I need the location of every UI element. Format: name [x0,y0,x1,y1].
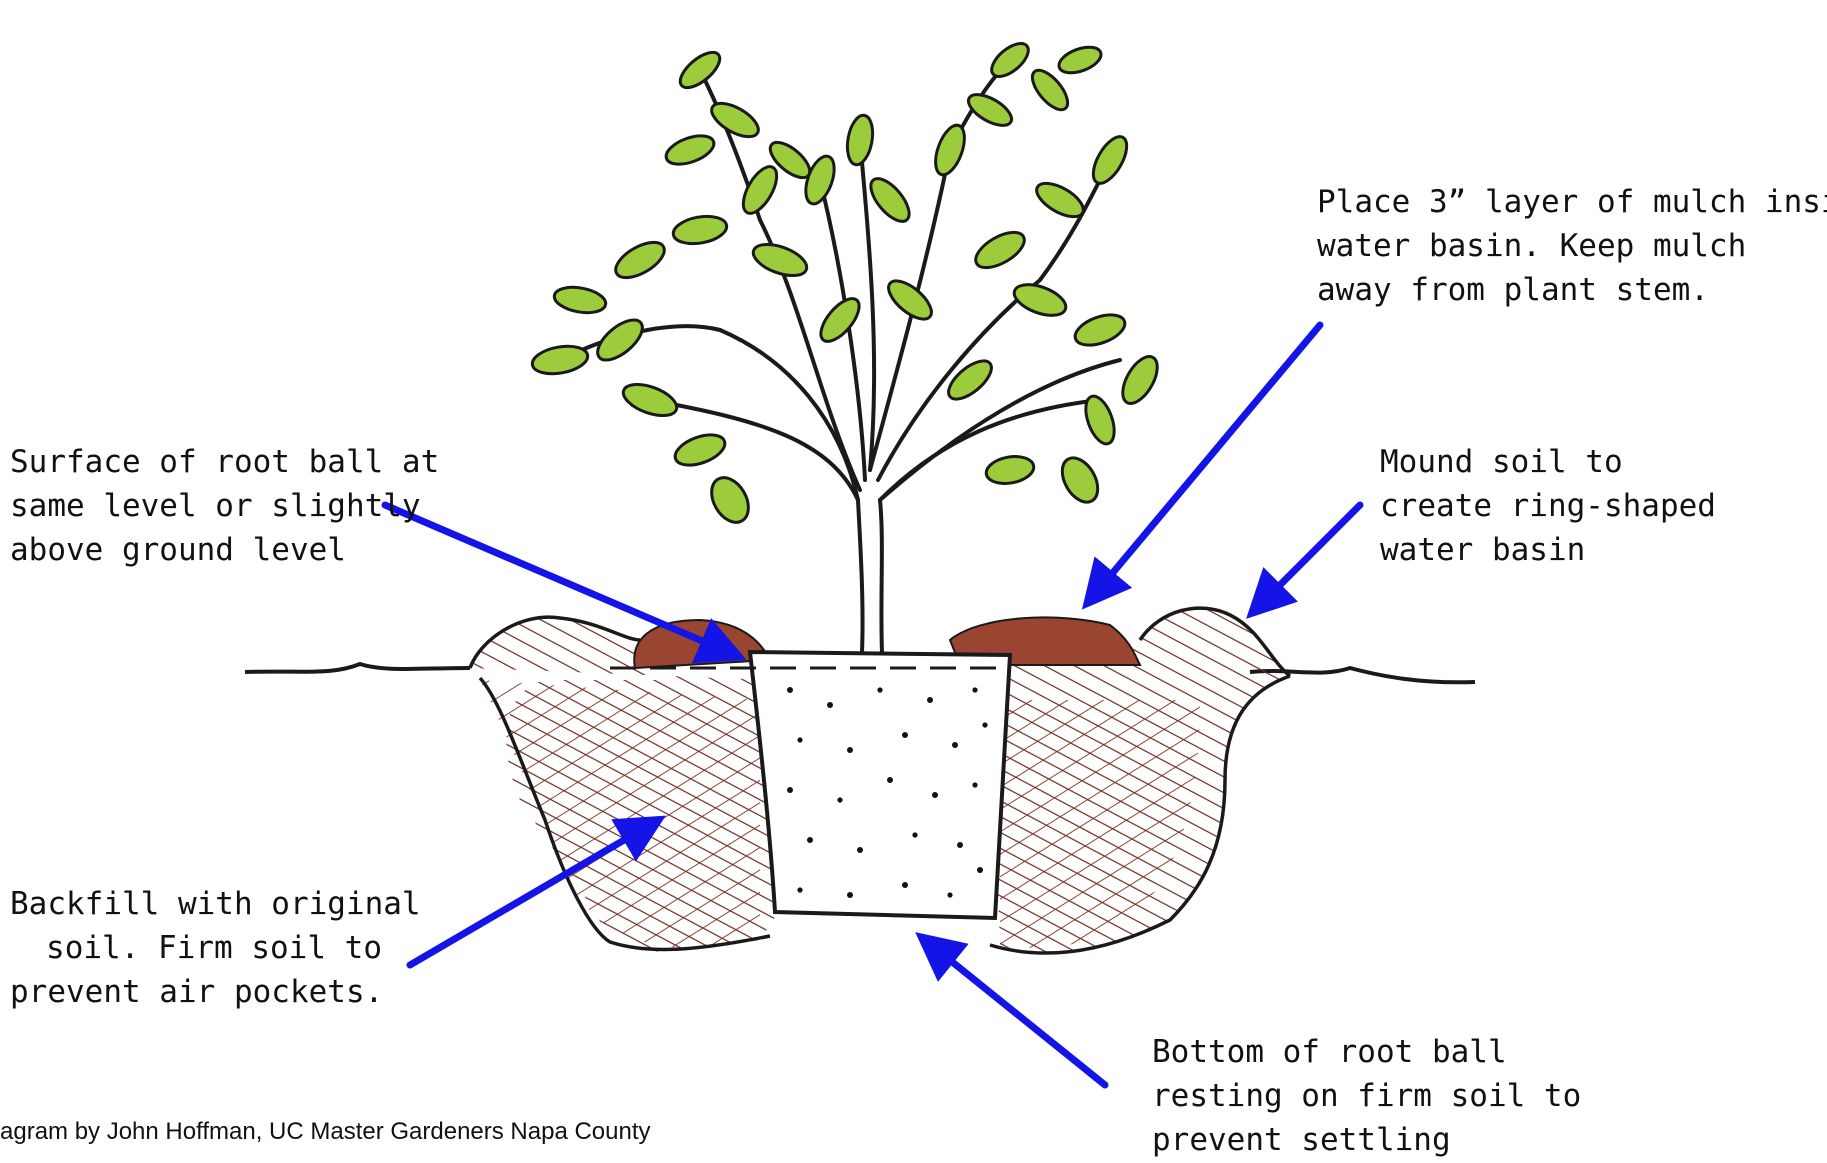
arrow-mulch [1090,325,1320,600]
label-bottom: Bottom of root ball resting on firm soil… [1152,1030,1581,1162]
label-mulch-line-3: away from plant stem. [1317,268,1827,312]
label-backfill-line-3: prevent air pockets. [10,970,382,1014]
label-backfill-line-2: soil. Firm soil to [10,926,382,970]
label-surface-line-3: above ground level [10,528,439,572]
label-backfill-line-1: Backfill with original [10,882,382,926]
label-bottom-line-1: Bottom of root ball [1152,1030,1581,1074]
label-mulch-line-2: water basin. Keep mulch [1317,224,1827,268]
label-mulch: Place 3” layer of mulch inside water bas… [1317,180,1827,312]
label-surface-line-2: same level or slightly [10,484,439,528]
label-bottom-line-3: prevent settling [1152,1118,1581,1162]
arrow-bottom [925,940,1105,1085]
label-bottom-line-2: resting on firm soil to [1152,1074,1581,1118]
label-surface-line-1: Surface of root ball at [10,440,439,484]
label-mound-line-2: create ring-shaped [1380,484,1716,528]
label-mound: Mound soil to create ring-shaped water b… [1380,440,1716,572]
label-mound-line-1: Mound soil to [1380,440,1716,484]
label-mound-line-3: water basin [1380,528,1716,572]
diagram-credit: agram by John Hoffman, UC Master Gardene… [0,1118,651,1146]
label-surface: Surface of root ball at same level or sl… [10,440,439,572]
arrow-mound [1255,505,1360,610]
label-mulch-line-1: Place 3” layer of mulch inside [1317,180,1827,224]
shrub-stems [560,60,1120,652]
label-backfill: Backfill with original soil. Firm soil t… [10,882,382,1014]
